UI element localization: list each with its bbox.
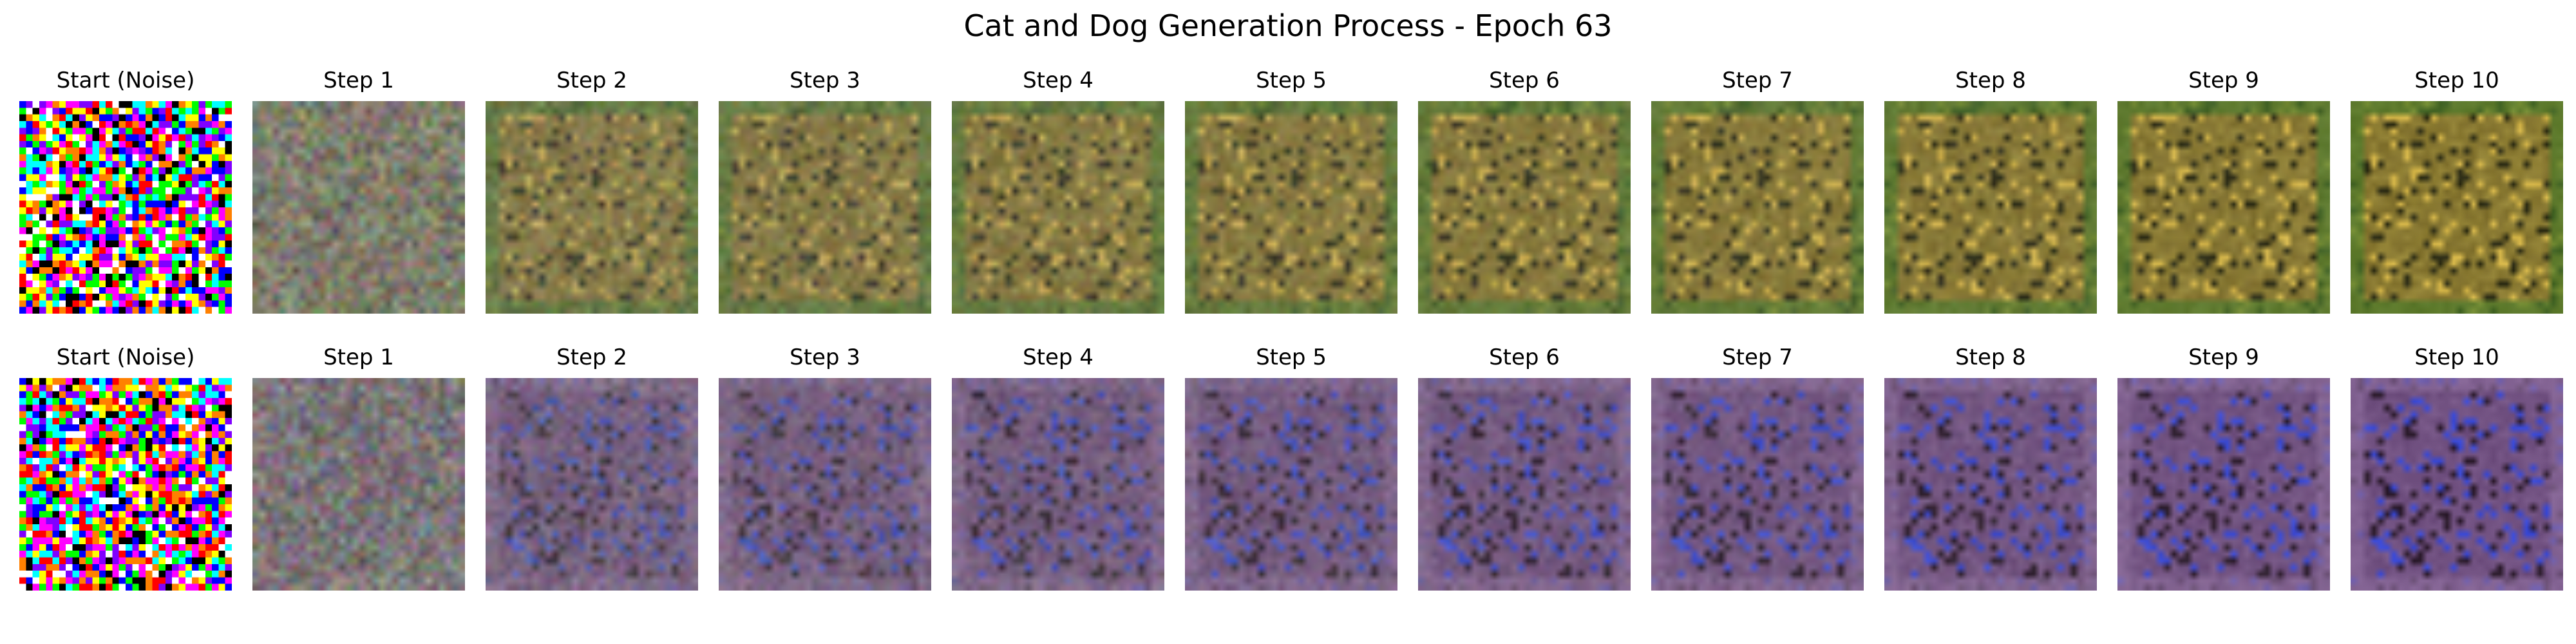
step-4-label: Step 4 [1023,345,1094,370]
cat-row-step-2-image [486,101,698,314]
step-1-label: Step 1 [323,68,394,93]
step-10-label: Step 10 [2414,68,2499,93]
dog-row-step-4-image [952,378,1164,591]
step-6-label: Step 6 [1489,345,1560,370]
dog-row-step-5-image [1185,378,1397,591]
dog-row-step-6-image [1418,378,1631,591]
step-7-label: Step 7 [1722,345,1793,370]
start-noise-label: Start (Noise) [56,68,195,93]
step-3-label: Step 3 [790,68,860,93]
step-5-label: Step 5 [1256,68,1327,93]
step-9-label: Step 9 [2188,68,2259,93]
step-6-label: Step 6 [1489,68,1560,93]
step-5-label: Step 5 [1256,345,1327,370]
step-8-label: Step 8 [1955,345,2026,370]
dog-row-step-1-image [252,378,465,591]
figure-title: Cat and Dog Generation Process - Epoch 6… [963,8,1613,43]
cat-row-step-4-image [952,101,1164,314]
step-3-label: Step 3 [790,345,860,370]
cat-row-step-3-image [719,101,931,314]
dog-row-step-2-image [486,378,698,591]
step-4-label: Step 4 [1023,68,1094,93]
cat-row-step-9-image [2117,101,2330,314]
step-8-label: Step 8 [1955,68,2026,93]
step-7-label: Step 7 [1722,68,1793,93]
dog-row-step-3-image [719,378,931,591]
cat-row-step-5-image [1185,101,1397,314]
dog-row-step-9-image [2117,378,2330,591]
step-2-label: Step 2 [556,345,627,370]
cat-row-step-7-image [1651,101,1864,314]
step-2-label: Step 2 [556,68,627,93]
cat-row-step-1-image [252,101,465,314]
cat-row-noise-image [19,101,232,314]
dog-row-step-10-image [2351,378,2563,591]
cat-row-step-10-image [2351,101,2563,314]
step-1-label: Step 1 [323,345,394,370]
step-9-label: Step 9 [2188,345,2259,370]
dog-row-step-7-image [1651,378,1864,591]
step-10-label: Step 10 [2414,345,2499,370]
dog-row-step-8-image [1884,378,2097,591]
start-noise-label: Start (Noise) [56,345,195,370]
cat-row-step-8-image [1884,101,2097,314]
cat-row-step-6-image [1418,101,1631,314]
dog-row-noise-image [19,378,232,591]
